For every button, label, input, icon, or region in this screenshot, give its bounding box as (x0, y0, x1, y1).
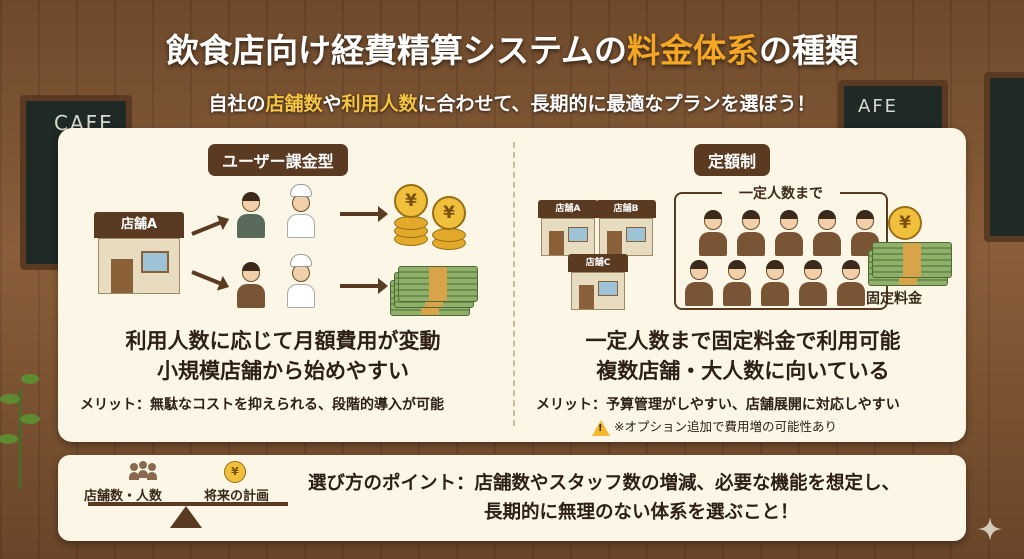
staff-person-icon (696, 208, 730, 256)
balance-scale-icon (88, 502, 288, 506)
tips-panel: ¥ 店舗数・人数 将来の計画 選び方のポイント：店舗数やスタッフ数の増減、必要な… (58, 455, 966, 541)
title-part1: 飲食店向け経費精算システムの (165, 31, 627, 70)
user-plan-line2: 小規模店舗から始めやすい (157, 359, 409, 383)
staff-person-icon (234, 190, 268, 238)
selection-point-line1: 選び方のポイント：店舗数やスタッフ数の増減、必要な機能を想定し、 (308, 473, 901, 494)
plans-panel: ユーザー課金型 店舗A ¥ ¥ 利用人数に応じて月額費用が変動 小規模店舗から始… (58, 128, 966, 442)
staff-group-box (674, 192, 888, 310)
arrow-icon (191, 270, 223, 286)
fixed-plan-badge: 定額制 (694, 144, 771, 176)
user-plan-line1: 利用人数に応じて月額費用が変動 (125, 329, 441, 353)
page-title: 飲食店向け経費精算システムの料金体系の種類 (0, 24, 1024, 72)
fixed-fee-money-icon: ¥ (864, 202, 960, 286)
staff-person-icon (682, 258, 716, 306)
store-label: 店舗C (568, 254, 628, 272)
staff-person-icon (734, 208, 768, 256)
selection-point-line2: 長期的に無理のない体系を選ぶこと！ (484, 502, 799, 523)
people-icon (129, 461, 157, 483)
staff-person-icon (234, 260, 268, 308)
fixed-plan-line2: 複数店舗・大人数に向いている (596, 359, 890, 383)
arrow-icon (340, 278, 388, 294)
user-plan-badge: ユーザー課金型 (208, 144, 348, 176)
store-c-icon: 店舗C (568, 254, 628, 310)
plant-icon (0, 374, 40, 489)
menu-board-edge (984, 72, 1024, 242)
warning-text: ※オプション追加で費用増の可能性あり (614, 419, 837, 434)
arrow-icon (340, 206, 388, 222)
user-plan-merit: メリット：無駄なコストを抑えられる、段階的導入が可能 (80, 397, 444, 413)
balance-scale-base (170, 506, 202, 528)
staff-person-icon (720, 258, 754, 306)
user-plan-description: 利用人数に応じて月額費用が変動 小規模店舗から始めやすい (68, 326, 498, 386)
warning-icon: ! (592, 419, 610, 436)
store-label: 店舗B (596, 200, 656, 218)
selection-point: 選び方のポイント：店舗数やスタッフ数の増減、必要な機能を想定し、 長期的に無理の… (308, 469, 900, 527)
staff-person-icon (796, 258, 830, 306)
cafe-sign-text-right: AFE (858, 96, 899, 117)
fixed-plan-warning: ! ※オプション追加で費用増の可能性あり (592, 416, 837, 436)
subtitle-part: や (322, 93, 342, 115)
fixed-plan-description: 一定人数まで固定料金で利用可能 複数店舗・大人数に向いている (528, 326, 958, 386)
subtitle-part: 自社の (208, 93, 266, 115)
title-highlight: 料金体系 (627, 31, 759, 70)
yen-coin: ¥ (394, 184, 428, 218)
group-label: 一定人数まで (722, 183, 840, 203)
store-label: 店舗A (538, 200, 598, 218)
fixed-plan-line1: 一定人数まで固定料金で利用可能 (585, 329, 901, 353)
store-a-icon: 店舗A (94, 212, 184, 294)
staff-person-icon (758, 258, 792, 306)
store-b-icon: 店舗B (596, 200, 656, 256)
warning-mark: ! (598, 422, 603, 434)
scale-right-label: 将来の計画 (204, 489, 270, 504)
staff-person-icon (834, 258, 868, 306)
subtitle-part: に合わせて、長期的に最適なプランを選ぼう！ (417, 93, 816, 115)
page-subtitle: 自社の店舗数や利用人数に合わせて、長期的に最適なプランを選ぼう！ (0, 89, 1024, 116)
yen-coin: ¥ (432, 196, 466, 230)
sparkle-icon (978, 517, 1002, 541)
panel-divider (513, 142, 515, 426)
chef-person-icon (284, 184, 318, 238)
staff-person-icon (810, 208, 844, 256)
yen-coin: ¥ (888, 206, 922, 240)
subtitle-highlight-stores: 店舗数 (265, 93, 323, 115)
chef-person-icon (284, 254, 318, 308)
scale-left-label: 店舗数・人数 (84, 489, 163, 504)
fixed-plan-merit: メリット：予算管理がしやすい、店舗展開に対応しやすい (536, 397, 900, 413)
store-a-icon: 店舗A (538, 200, 598, 256)
coins-icon: ¥ ¥ (394, 180, 474, 250)
cash-stack-icon (390, 266, 480, 316)
arrow-icon (191, 220, 223, 236)
subtitle-highlight-users: 利用人数 (341, 93, 418, 115)
title-part2: の種類 (759, 31, 858, 70)
staff-person-icon (772, 208, 806, 256)
store-label: 店舗A (94, 212, 184, 238)
yen-coin-icon: ¥ (224, 461, 246, 483)
fixed-fee-label: 固定料金 (866, 291, 922, 307)
